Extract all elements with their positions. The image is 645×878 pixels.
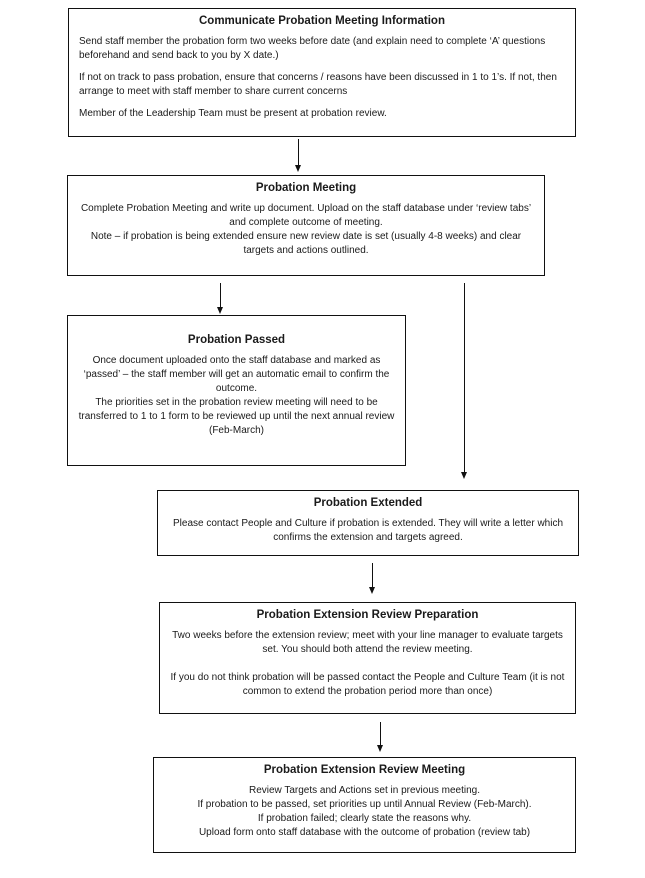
step-probation-meeting: Probation Meeting Complete Probation Mee… <box>67 175 545 276</box>
step-text: Please contact People and Culture if pro… <box>172 518 564 543</box>
step-probation-passed: Probation Passed Once document uploaded … <box>67 315 406 466</box>
step-text: Member of the Leadership Team must be pr… <box>79 108 387 119</box>
step-title: Probation Extended <box>313 497 423 509</box>
step-extension-review-meeting: Probation Extension Review Meeting Revie… <box>153 757 576 853</box>
step-title: Probation Extension Review Meeting <box>263 764 466 776</box>
step-text: Complete Probation Meeting and write up … <box>80 203 532 256</box>
step-extension-review-preparation: Probation Extension Review Preparation T… <box>159 602 576 714</box>
step-text: Send staff member the probation form two… <box>79 36 546 61</box>
step-text: Once document uploaded onto the staff da… <box>78 355 395 436</box>
step-title: Probation Extension Review Preparation <box>256 609 479 621</box>
step-probation-extended: Probation Extended Please contact People… <box>157 490 579 556</box>
step-text: Review Targets and Actions set in previo… <box>197 785 532 838</box>
step-title: Communicate Probation Meeting Informatio… <box>199 15 445 27</box>
step-title: Probation Meeting <box>255 182 357 194</box>
step-text: If not on track to pass probation, ensur… <box>79 72 557 97</box>
step-text: Two weeks before the extension review; m… <box>172 630 563 655</box>
step-title: Probation Passed <box>187 334 286 346</box>
step-communicate-info: Communicate Probation Meeting Informatio… <box>68 8 576 137</box>
step-text: If you do not think probation will be pa… <box>170 672 565 697</box>
